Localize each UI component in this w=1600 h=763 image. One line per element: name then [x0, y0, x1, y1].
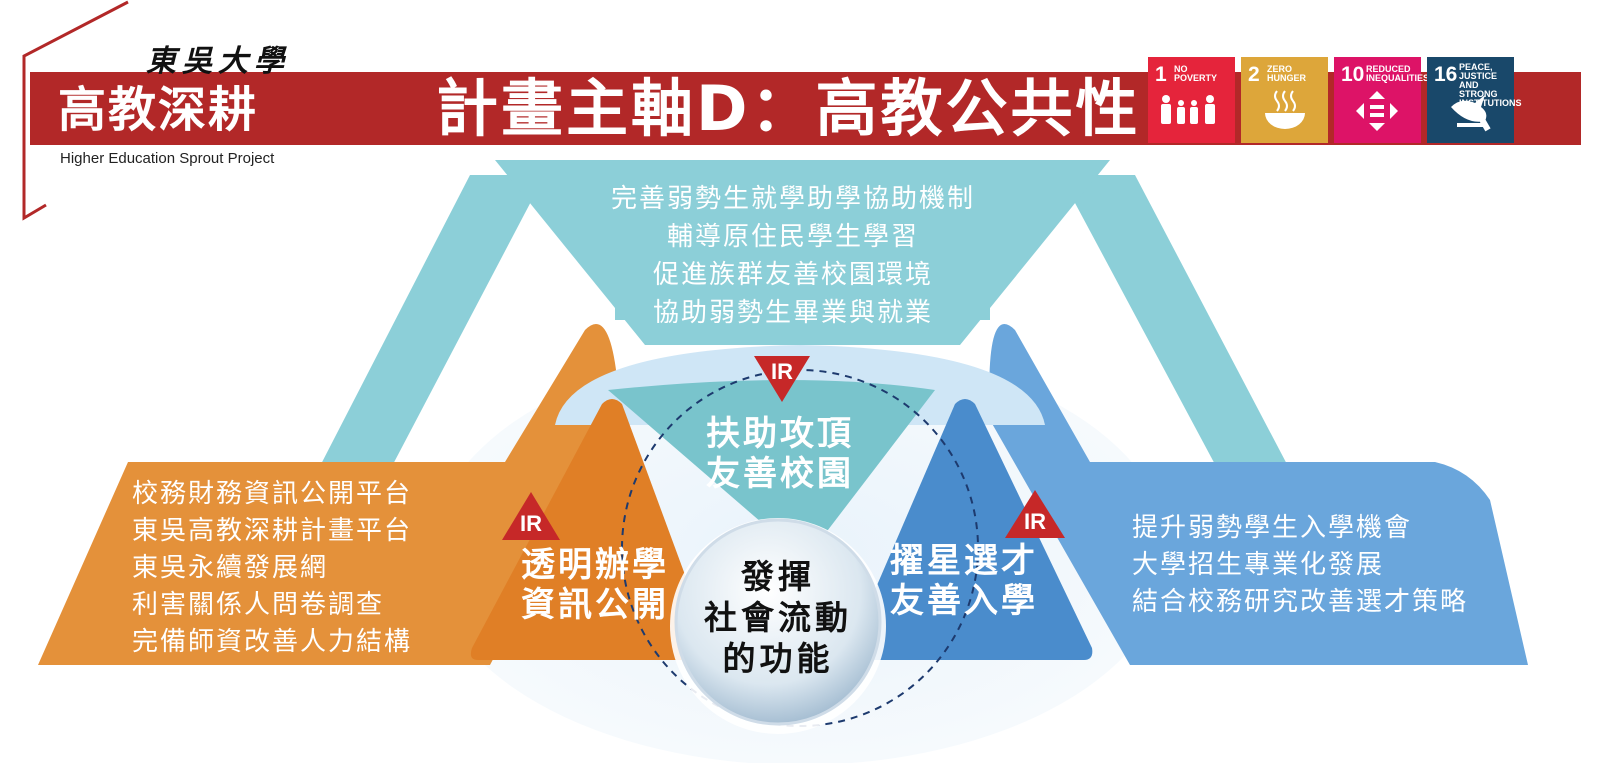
sdg-number: 2	[1248, 63, 1260, 86]
ir-marker-right	[1005, 490, 1065, 538]
sdg-number: 16	[1434, 63, 1458, 86]
sdg-16-tile: 16 PEACE, JUSTICE AND STRONG INSTITUTION…	[1427, 57, 1522, 143]
dove-gavel-icon	[1451, 95, 1491, 132]
ir-label-left: IR	[520, 511, 542, 536]
bowl-icon	[1265, 90, 1305, 129]
sdg-2-tile: 2 ZERO HUNGER	[1241, 57, 1328, 143]
sdg-label: REDUCED INEQUALITIES	[1366, 64, 1430, 83]
left-initiatives-list: 校務財務資訊公開平台 東吳高教深耕計畫平台 東吳永續發展網 利害關係人問卷調查 …	[132, 476, 412, 661]
program-english-name: Higher Education Sprout Project	[60, 150, 275, 167]
central-hub-label: 發揮 社會流動 的功能	[704, 557, 852, 678]
pillar-left-label: 透明辦學 資訊公開	[521, 545, 669, 625]
sdg-label: ZERO HUNGER	[1267, 64, 1307, 83]
list-item: 東吳永續發展網	[132, 553, 329, 583]
right-wing-shape	[989, 324, 1528, 665]
sdg-1-tile: 1 NO POVERTY	[1148, 57, 1235, 143]
list-item: 利害關係人問卷調查	[132, 590, 385, 620]
pillar-top-label: 扶助攻頂 友善校園	[706, 414, 854, 494]
list-item: 促進族群友善校園環境	[652, 260, 933, 290]
pillar-right-label: 擢星選才 友善入學	[890, 541, 1038, 621]
list-item: 結合校務研究改善選才策略	[1132, 587, 1469, 617]
sdg-label: PEACE, JUSTICE AND STRONG INSTITUTIONS	[1459, 62, 1522, 108]
list-item: 完善弱勢生就學助學協助機制	[610, 184, 975, 214]
family-icon	[1161, 95, 1215, 124]
sdg-number: 10	[1341, 63, 1365, 86]
top-initiatives-list: 完善弱勢生就學助學協助機制 輔導原住民學生學習 促進族群友善校園環境 協助弱勢生…	[598, 180, 988, 332]
ir-label-top: IR	[771, 359, 793, 384]
ir-marker-left	[502, 492, 560, 540]
sdg-label: NO POVERTY	[1174, 64, 1218, 83]
list-item: 大學招生專業化發展	[1132, 550, 1385, 580]
right-initiatives-list: 提升弱勢學生入學機會 大學招生專業化發展 結合校務研究改善選才策略	[1132, 510, 1468, 621]
left-wing-shape	[38, 324, 620, 665]
header-frame	[22, 0, 129, 221]
list-item: 協助弱勢生畢業與就業	[652, 298, 933, 328]
ir-marker-top	[754, 356, 810, 402]
sdg-10-tile: 10 REDUCED INEQUALITIES	[1334, 57, 1430, 143]
university-name: 東吳大學	[146, 44, 290, 79]
list-item: 校務財務資訊公開平台	[132, 479, 413, 509]
equality-arrows-icon	[1356, 91, 1398, 131]
central-hub-circle	[674, 518, 882, 726]
right-pillar-triangle	[849, 399, 1093, 660]
left-pillar-triangle	[470, 399, 712, 660]
list-item: 東吳高教深耕計畫平台	[132, 516, 413, 546]
page-title: 計畫主軸D：高教公共性	[436, 72, 1141, 145]
ir-label-right: IR	[1024, 509, 1046, 534]
list-item: 提升弱勢學生入學機會	[1132, 513, 1413, 543]
list-item: 輔導原住民學生學習	[666, 222, 919, 252]
sdg-number: 1	[1155, 63, 1167, 86]
list-item: 完備師資改善人力結構	[132, 627, 413, 657]
program-title: 高教深耕	[58, 82, 259, 138]
top-arch-shape	[318, 160, 1290, 470]
top-pillar-triangle	[608, 380, 935, 560]
